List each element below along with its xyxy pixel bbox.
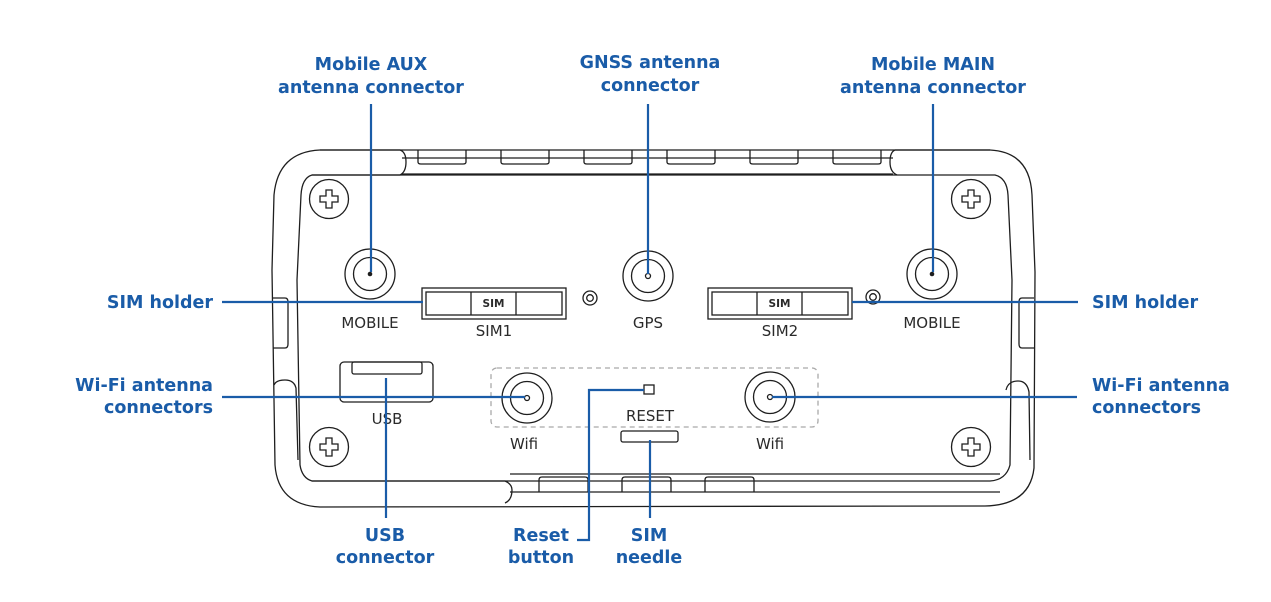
device-housing (271, 149, 1036, 508)
mobile-right-label: MOBILE (903, 314, 960, 332)
housing-top-left-bumper (312, 149, 407, 176)
led-indicator-left (582, 290, 598, 306)
callout-mobile-aux-line2: antenna connector (278, 78, 464, 98)
callout-wifi-left: Wi-Fi antenna connectors (75, 376, 213, 418)
callout-usb-line1: USB (365, 526, 405, 546)
callout-wifi-right: Wi-Fi antenna connectors (1092, 376, 1230, 418)
gps-label: GPS (633, 314, 663, 332)
led-indicator-right (865, 289, 881, 305)
callout-sim-holder-right: SIM holder (1092, 293, 1198, 313)
housing-outer-edge (271, 149, 1036, 508)
callout-reset-line1: Reset (513, 526, 569, 546)
callout-sim-needle-line2: needle (616, 548, 683, 568)
callout-sim-needle: SIM needle (616, 526, 683, 568)
screw-icon (950, 426, 992, 468)
callout-mobile-main-line1: Mobile MAIN (871, 55, 995, 75)
callout-mobile-main: Mobile MAIN antenna connector (840, 55, 1026, 98)
sim1-holder: SIM (421, 287, 567, 320)
callout-sim-needle-line1: SIM (631, 526, 668, 546)
callout-usb-line2: connector (336, 548, 435, 568)
wifi-right-label: Wifi (756, 435, 784, 453)
callout-sim-holder-left-line1: SIM holder (107, 293, 213, 313)
wifi-connectors-group-outline (490, 367, 819, 428)
wifi-left-label: Wifi (510, 435, 538, 453)
callout-sim-holder-right-line1: SIM holder (1092, 293, 1198, 313)
callout-gnss-line2: connector (601, 76, 700, 96)
screw-icon (950, 178, 992, 220)
callout-usb: USB connector (336, 526, 435, 568)
left-side-latch (273, 297, 289, 349)
bottom-vents (538, 476, 755, 492)
callout-mobile-main-line2: antenna connector (840, 78, 1026, 98)
housing-inner-edge (296, 174, 1013, 482)
callout-wifi-right-line2: connectors (1092, 398, 1201, 418)
right-side-latch (1018, 297, 1034, 349)
right-side-bumper (1005, 380, 1031, 461)
sim2-holder: SIM (707, 287, 853, 320)
top-vents (417, 150, 882, 165)
sim2-label: SIM2 (762, 322, 798, 340)
housing-top-right-bumper (889, 149, 990, 176)
leader-reset (577, 388, 644, 542)
callout-mobile-aux: Mobile AUX antenna connector (278, 55, 464, 98)
callout-gnss: GNSS antenna connector (580, 53, 721, 96)
mobile-left-label: MOBILE (341, 314, 398, 332)
callout-wifi-right-line1: Wi-Fi antenna (1092, 376, 1230, 396)
callout-sim-holder-left: SIM holder (107, 293, 213, 313)
callout-reset-line2: button (508, 548, 574, 568)
sim2-tray-mark: SIM (769, 298, 791, 310)
reset-button (643, 384, 655, 395)
left-side-bumper (273, 379, 299, 461)
screw-icon (308, 426, 350, 468)
callout-reset: Reset button (508, 526, 574, 568)
callout-mobile-aux-line1: Mobile AUX (315, 55, 428, 75)
reset-label: RESET (626, 407, 675, 425)
callout-wifi-left-line2: connectors (104, 398, 213, 418)
screw-icon (308, 178, 350, 220)
callout-gnss-line1: GNSS antenna (580, 53, 721, 73)
housing-bottom-left-bumper (312, 480, 513, 504)
callout-wifi-left-line1: Wi-Fi antenna (75, 376, 213, 396)
sim1-label: SIM1 (476, 322, 512, 340)
sim1-tray-mark: SIM (483, 298, 505, 310)
leader-lines (222, 104, 1078, 542)
housing-bottom-rail (510, 473, 1000, 493)
